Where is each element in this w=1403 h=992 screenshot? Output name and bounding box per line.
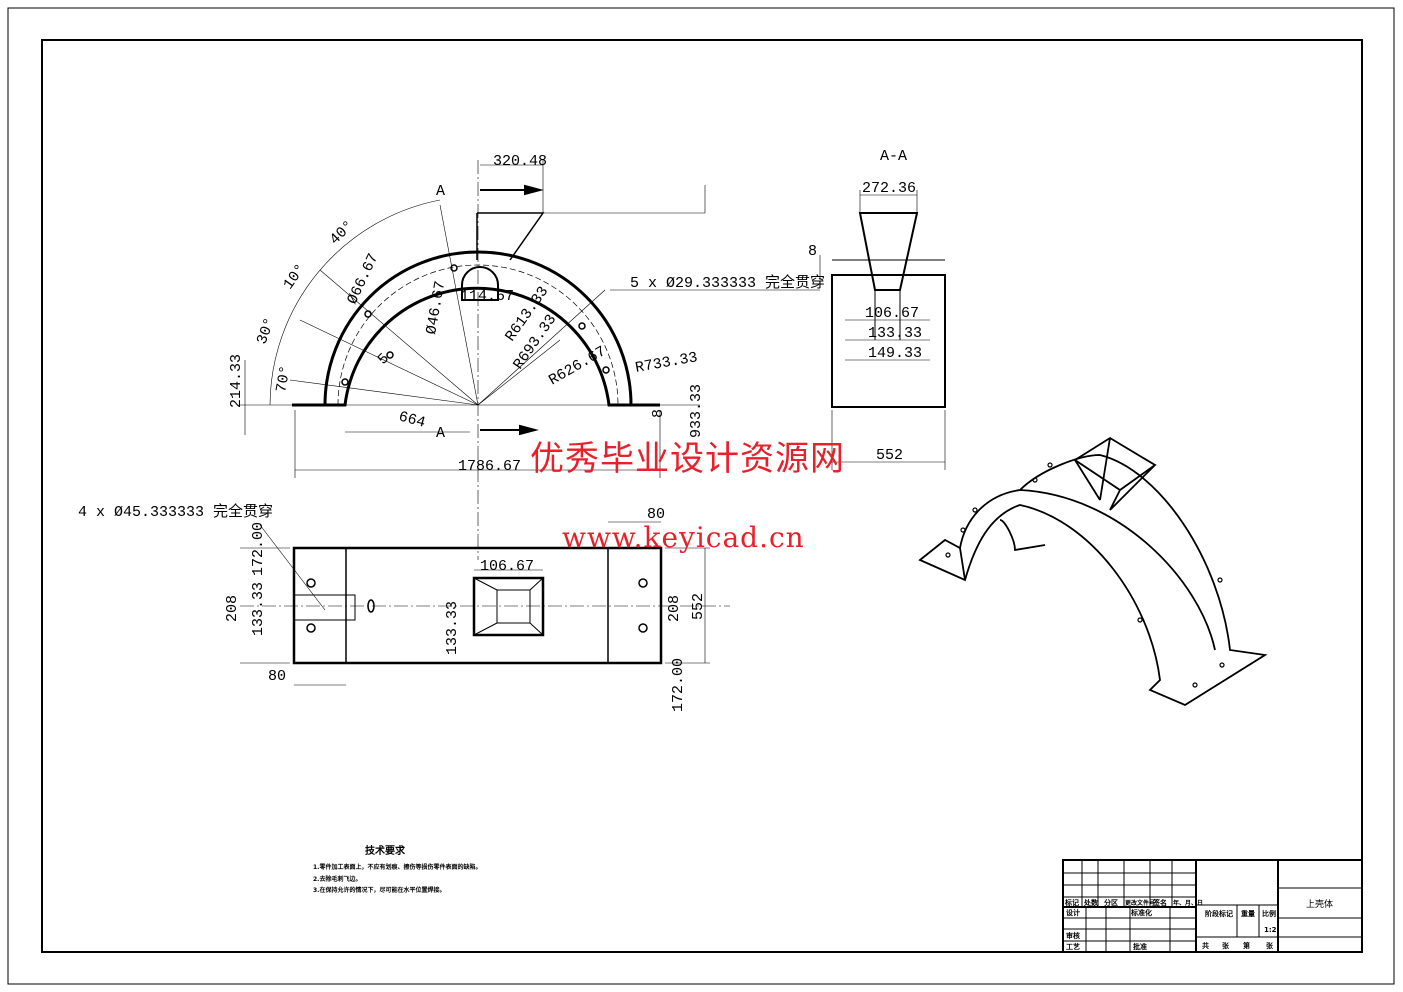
dim-label: 80 [268, 668, 286, 685]
tb-sheets: 张 [1222, 942, 1229, 950]
tb-sheets: 张 [1266, 942, 1273, 950]
tb-header: 更改文件号 [1125, 900, 1156, 907]
tb-design: 设计 [1066, 909, 1080, 917]
dim-label: 40° [327, 217, 358, 248]
cut-label: A [436, 425, 445, 442]
tech-req-title: 技术要求 [365, 846, 405, 857]
hole-note-top: 4 x Ø45.333333 完全贯穿 [78, 502, 273, 521]
dim-label: 552 [690, 593, 707, 620]
dim-label: Ø66.67 [344, 251, 382, 307]
dim-label: 1786.67 [458, 458, 521, 475]
section-label: A-A [880, 148, 907, 165]
tech-req-item: 3.在保持允许的情况下，尽可能在水平位置焊接。 [313, 887, 446, 894]
tech-req-item: 2.去除毛刺飞边。 [313, 876, 362, 883]
front-view [240, 160, 820, 560]
dim-label: 70° [273, 364, 294, 394]
tb-part-name: 上壳体 [1306, 900, 1334, 910]
tb-approve: 批准 [1133, 943, 1147, 951]
tb-header: 处数 [1084, 899, 1098, 907]
dim-label: 664 [397, 408, 427, 431]
tb-standard: 标准化 [1131, 909, 1152, 917]
tb-stage-mark: 阶段标记 [1205, 910, 1233, 918]
tb-weight: 重量 [1241, 910, 1255, 918]
watermark-title: 优秀毕业设计资源网 [530, 439, 845, 479]
dim-label: 106.67 [480, 558, 534, 575]
tb-process: 工艺 [1066, 943, 1080, 951]
dim-label: 30° [254, 316, 279, 347]
dim-label: 8 [808, 243, 817, 260]
watermark-url: www.keyicad.cn [562, 521, 805, 554]
title-block [1062, 859, 1363, 953]
dim-label: 552 [876, 447, 903, 464]
dim-label: 149.33 [868, 345, 922, 362]
tb-header: 分区 [1104, 899, 1118, 907]
dim-label: 208 [666, 595, 683, 622]
dim-label: 5 [375, 350, 393, 368]
tb-header: 年、月、日 [1173, 900, 1204, 907]
dim-label: 10° [280, 261, 309, 293]
dim-label: 133.33 [250, 582, 267, 636]
dim-label: 133.33 [444, 601, 461, 655]
top-view [240, 521, 730, 686]
dim-label: 80 [647, 506, 665, 523]
tb-header: 标记 [1065, 899, 1079, 907]
dim-label: 272.36 [862, 180, 916, 197]
cut-label: A [436, 183, 445, 200]
tech-req-item: 1.零件加工表面上，不应有划痕、擦伤等损伤零件表面的缺陷。 [313, 864, 482, 871]
dim-label: 214.33 [228, 354, 245, 408]
dim-label: Ø46.67 [423, 280, 449, 336]
dim-label: 106.67 [865, 305, 919, 322]
sheet-border [7, 7, 1395, 985]
tb-header: 签名 [1153, 899, 1167, 907]
dim-label: 8 [650, 409, 667, 418]
section-view [819, 190, 946, 470]
hole-note-front: 5 x Ø29.333333 完全贯穿 [630, 273, 825, 292]
isometric-view [918, 436, 1268, 707]
dim-label: R733.33 [634, 349, 699, 377]
dim-label: 208 [224, 595, 241, 622]
dim-label: 133.33 [868, 325, 922, 342]
tb-scale-label: 比例 [1262, 910, 1276, 918]
dim-label: 114.67 [460, 288, 514, 305]
dim-label: 933.33 [688, 384, 705, 438]
dim-label: 172.00 [670, 658, 687, 712]
tb-review: 审核 [1066, 932, 1080, 940]
tb-sheets: 共 [1202, 942, 1209, 950]
dim-label: 172.00 [250, 522, 267, 576]
tb-scale: 1:2 [1264, 926, 1277, 934]
drawing-frame [41, 39, 1363, 953]
dim-label: 320.48 [493, 153, 547, 170]
tb-sheets: 第 [1243, 942, 1250, 950]
